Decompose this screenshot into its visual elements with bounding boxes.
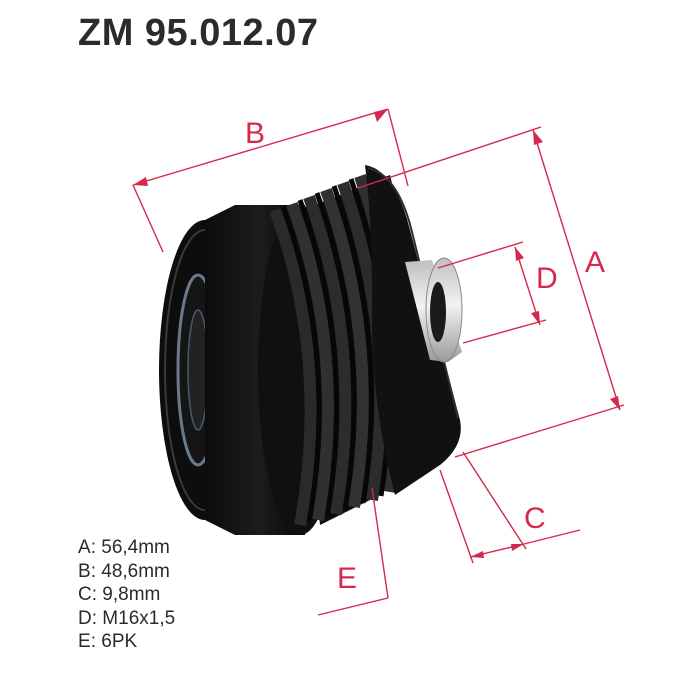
dim-c-ext-left	[439, 469, 474, 564]
spec-separator: :	[91, 607, 103, 629]
rear-flange-edge	[367, 167, 459, 419]
dim-label-d: D	[536, 262, 558, 295]
spec-item-a: A: 56,4mm	[78, 536, 175, 560]
rear-flange	[365, 165, 461, 495]
spec-key: A	[78, 537, 91, 558]
spec-separator: :	[90, 537, 102, 558]
dim-label-e: E	[337, 562, 357, 595]
dim-label-b: B	[245, 117, 265, 150]
dim-c-ext-right	[462, 451, 527, 550]
spec-item-b: B: 48,6mm	[78, 560, 175, 584]
dimension-lines	[132, 108, 625, 616]
dim-b-ext-left	[132, 184, 164, 253]
spec-separator: :	[90, 631, 102, 652]
spec-value: 6PK	[101, 631, 138, 652]
dim-d-ext-top	[437, 241, 524, 269]
threaded-shaft	[405, 257, 463, 363]
spec-value: 56,4mm	[101, 537, 170, 558]
spec-key: D	[78, 607, 92, 629]
dim-e-ext-left	[371, 487, 389, 599]
dim-c-leader	[523, 529, 581, 545]
part-number-title: ZM 95.012.07	[78, 12, 319, 54]
dim-d-ext-bottom	[462, 319, 547, 344]
spec-item-e: E: 6PK	[78, 630, 175, 654]
dim-label-a: A	[585, 246, 605, 279]
spec-list: A: 56,4mm B: 48,6mm C: 9,8mm D: M16x1,5 …	[78, 536, 175, 654]
spec-value: M16x1,5	[102, 607, 176, 629]
dim-a-ext-bottom	[454, 404, 625, 458]
spec-item-c: C: 9,8mm	[78, 583, 175, 607]
spec-key: E	[78, 631, 91, 652]
dim-a-ext-top	[357, 126, 542, 189]
dim-label-c: C	[524, 502, 546, 535]
dim-b-line	[132, 108, 389, 186]
spec-value: 48,6mm	[101, 560, 170, 582]
spec-key: C	[78, 584, 92, 605]
dim-a-line	[532, 129, 621, 411]
spec-value: 9,8mm	[102, 584, 161, 605]
spec-separator: :	[90, 560, 102, 582]
spec-item-d: D: M16x1,5	[78, 607, 175, 631]
dim-e-leader	[317, 597, 389, 616]
spec-key: B	[78, 560, 91, 582]
spec-separator: :	[91, 584, 103, 605]
